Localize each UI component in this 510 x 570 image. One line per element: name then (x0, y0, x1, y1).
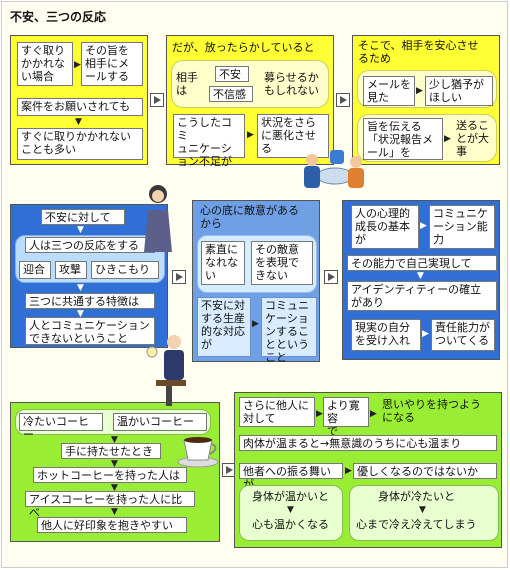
arrow-right: ▶ (345, 466, 352, 476)
growth-basis-box: 人の心理的 成長の基本が (351, 205, 419, 249)
saw-mail-box: メールを 見た (363, 76, 415, 106)
hot-coffee-box: 温かいコーヒー (113, 413, 207, 431)
send-important-box: 送るこ とが大 事 (456, 119, 489, 158)
meeting-people-illustration (304, 150, 364, 188)
may-grow-label: 募らせるか もしれない (264, 71, 319, 97)
three-reactions-box: 人は三つの反応をする (25, 237, 155, 253)
panel-email-notice: すぐ取り かかれな い場合 ▶ その旨を 相手にメ ールする 案件をお願いされて… (10, 35, 148, 165)
identity-box: アイデンティティーの確立 があり (347, 281, 497, 311)
responsibility-box: 責任能力が ついてくる (431, 319, 495, 351)
arrow-right: ▶ (74, 60, 81, 70)
anxiety-label: 不安 (215, 66, 249, 82)
arrow-right: ▶ (420, 221, 427, 231)
arrow-right: ▶ (247, 130, 254, 140)
arrow-right: ▶ (316, 409, 323, 419)
panel-growth: 人の心理的 成長の基本が ▶ コミュニケ ーション能 力 その能力で自己実現して… (342, 200, 500, 360)
hold-in-hand-box: 手に持たせたとき (61, 443, 161, 459)
arrow-right: ▶ (444, 134, 451, 144)
panel-neglect: だが、放ったらかしていると 相手 は 不安 不信感 募らせるか もしれない こう… (166, 35, 334, 168)
arrow-down: ▼ (75, 117, 82, 127)
send-mail-box: その旨を 相手にメ ールする (81, 42, 143, 86)
arrow-down: ▼ (287, 505, 294, 515)
behavior-box: 他者への振る舞いが (239, 463, 343, 491)
cold-coffee-box: 冷たいコーヒー (19, 413, 103, 441)
productive-response-box: 不安に対 する生産 的な対応 が (197, 297, 251, 357)
tolerant-box: より寛容 で (323, 397, 369, 438)
arrow-down: ▼ (419, 505, 426, 515)
compassion-box: 思いやりを持つよう になる (382, 398, 481, 424)
arrow-right-icon (172, 270, 186, 284)
common-feature-box: 三つに共通する特徴は (25, 293, 155, 309)
arrow-down: ▼ (111, 483, 118, 493)
arrow-down: ▼ (77, 283, 84, 293)
arrow-right: ▶ (252, 319, 259, 329)
compared-box: アイスコーヒーを持った人に比べ (25, 491, 195, 519)
communication-lack-box: こうしたコミ ュニケーシ ョン不足が (173, 114, 245, 168)
page-title: 不安、三つの反応 (10, 10, 107, 24)
warm-group (239, 485, 343, 541)
reaction-flattery: 迎合 (19, 261, 51, 279)
arrow-down: ▼ (111, 459, 118, 469)
arrow-down: ▼ (77, 225, 84, 235)
cannot-start-box: すぐ取り かかれな い場合 (17, 42, 73, 86)
cannot-communicate-box: 人とコミュニケーション できないということ (25, 317, 155, 345)
arrow-down: ▼ (417, 271, 424, 281)
cannot-express-box: その敵意 を表現で きない (251, 241, 313, 285)
man-with-coffee-illustration (146, 335, 186, 406)
arrow-right-icon (150, 93, 164, 107)
neglect-heading: だが、放ったらかしていると (172, 41, 315, 54)
reaction-attack: 攻撃 (55, 261, 87, 279)
often-cannot-box: すぐに取りかかれない ことも多い (17, 128, 143, 160)
requested-box: 案件をお願いされても (17, 98, 143, 116)
arrow-right-icon (324, 270, 338, 284)
self-realization-box: その能力で自己実現して (347, 255, 497, 271)
accept-self-box: 現実の自分 を受け入れ (351, 319, 421, 351)
warm-heart-label: 心も温かくなる (252, 518, 329, 531)
arrow-right: ▶ (422, 329, 429, 339)
distrust-label: 不信感 (209, 86, 253, 102)
body-warms-box: 肉体が温まると→無意識のうちに心も温まり (239, 435, 497, 451)
good-impression-box: 他人に好印象を抱きやすい (37, 517, 187, 533)
reassure-heading: そこで、相手を安心させ るため (358, 39, 479, 65)
reaction-withdrawal: ひきこもり (91, 261, 159, 279)
kinder-box: 優しくなるのではないか (353, 463, 497, 479)
hot-coffee-holder-box: ホットコーヒーを持った人は (33, 467, 187, 483)
arrow-right-icon (336, 93, 350, 107)
arrow-down: ▼ (111, 507, 118, 517)
cold-group (349, 485, 499, 541)
warm-body-label: 身体が温かいと (252, 490, 329, 503)
cold-body-label: 身体が冷たいと (378, 490, 455, 503)
further-box: さらに他人に 対して (239, 397, 315, 427)
panel-coffee-experiment: 冷たいコーヒー 温かいコーヒー ▼ 手に持たせたとき ▼ ホットコーヒーを持った… (10, 402, 220, 542)
comm-ability-box: コミュニケ ーション能 力 (429, 205, 495, 249)
arrow-right: ▶ (370, 409, 377, 419)
cold-heart-label: 心まで冷え冷えてしまう (356, 518, 477, 531)
panel-hostility: 心の底に敵意がある から 素直に なれな い その敵意 を表現で きない 不安に… (192, 200, 320, 364)
arrow-right: ▶ (416, 86, 423, 96)
is-communication-box: コミュニ ケーショ ンするこ とという こと (261, 297, 317, 364)
against-anxiety-box: 不安に対して (41, 209, 125, 225)
woman-thinking-illustration (144, 185, 172, 252)
coffee-cup-icon (177, 437, 219, 468)
need-time-box: 少し猶予が ほしい (425, 76, 493, 106)
hostility-heading: 心の底に敵意がある から (200, 204, 299, 230)
panel-status-report: そこで、相手を安心させ るため メールを 見た ▶ 少し猶予が ほしい 旨を伝え… (352, 35, 500, 165)
arrow-down: ▼ (111, 435, 118, 445)
partner-label: 相手 は (176, 71, 198, 97)
panel-three-reactions: 不安に対して ▼ 人は三つの反応をする 迎合 攻撃 ひきこもり ▼ 三つに共通す… (10, 204, 168, 348)
panel-warmth: さらに他人に 対して ▶ より寛容 で ▶ 思いやりを持つよう になる 肉体が温… (234, 392, 502, 548)
worsen-box: 状況をさら に悪化させ る (257, 114, 329, 158)
not-honest-box: 素直に なれな い (201, 241, 245, 285)
status-report-box: 旨を伝える 「状況報告メ ール」を (363, 118, 443, 160)
arrow-down: ▼ (77, 309, 84, 319)
